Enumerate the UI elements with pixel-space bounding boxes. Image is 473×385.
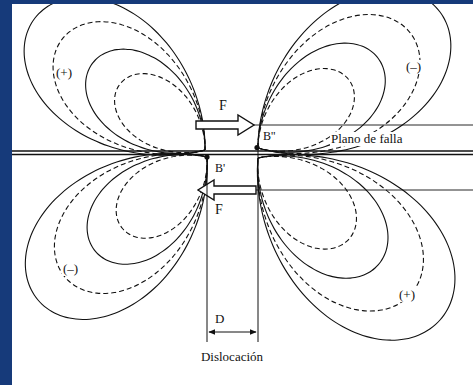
lobe-contour bbox=[115, 74, 205, 153]
polarity-sign: (–) bbox=[62, 262, 79, 276]
lobe-contour bbox=[258, 156, 357, 249]
lobe-contour bbox=[86, 49, 205, 153]
fault-plane-line bbox=[12, 154, 473, 156]
force-label: F bbox=[218, 99, 228, 114]
point-label: B'' bbox=[262, 130, 276, 143]
lobe-contour bbox=[54, 154, 207, 294]
lobe-contour bbox=[87, 154, 207, 264]
lobe-contour bbox=[257, 155, 423, 311]
plane-label: Plano de falla bbox=[330, 132, 403, 146]
force-label: F bbox=[214, 203, 224, 218]
dislocation-label: Dislocación bbox=[200, 350, 264, 364]
polarity-sign: (–) bbox=[405, 60, 422, 74]
dislocation-marker bbox=[258, 148, 259, 342]
force-arrow bbox=[196, 115, 254, 135]
point-marker bbox=[254, 145, 259, 150]
lobe-contour bbox=[257, 155, 455, 341]
lobe-contour bbox=[258, 15, 420, 154]
lobe-contour bbox=[25, 153, 207, 319]
polarity-sign: (+) bbox=[55, 66, 73, 80]
figure-panel bbox=[12, 4, 473, 385]
reference-line bbox=[256, 190, 473, 191]
polarity-sign: (+) bbox=[398, 288, 416, 302]
radiation-lobes bbox=[24, 4, 455, 340]
dimension-label: D bbox=[214, 312, 225, 326]
point-marker bbox=[204, 154, 209, 159]
lobe-contour bbox=[258, 156, 388, 278]
dislocation-marker bbox=[207, 157, 208, 342]
point-label: B' bbox=[214, 162, 226, 175]
lobe-contour bbox=[116, 155, 207, 238]
lobe-contour bbox=[258, 4, 451, 154]
reference-line bbox=[254, 125, 473, 126]
lobe-contour bbox=[24, 4, 205, 155]
dimension-line bbox=[209, 332, 256, 333]
fault-plane-line bbox=[12, 150, 473, 152]
lobe-contour bbox=[53, 22, 205, 155]
